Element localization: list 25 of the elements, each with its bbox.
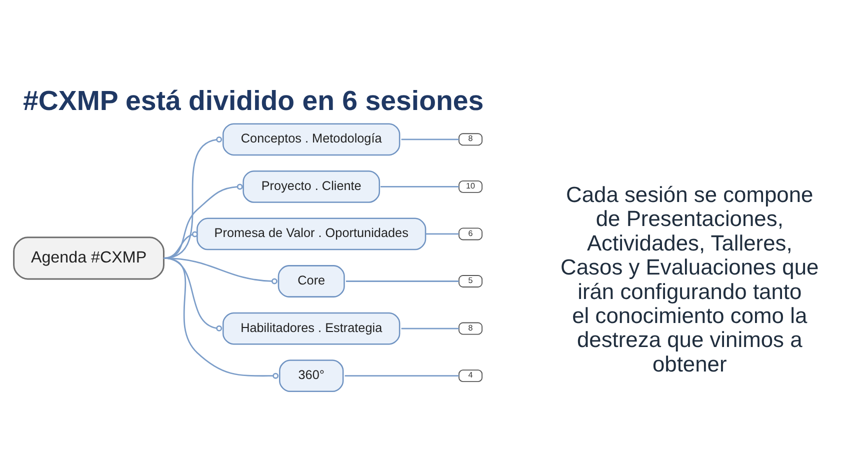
node-box: 10 [458,180,482,192]
node-box: Conceptos . Metodología [222,122,400,156]
node-box: 8 [458,132,482,146]
connector [164,183,243,258]
node-box: 8 [458,322,482,334]
node-box: Core [278,264,345,297]
node-box: 360° [279,359,344,392]
node-box: 4 [458,369,482,382]
connector [380,185,459,187]
connector [164,257,279,378]
diagram-title: #CXMP está dividido en 6 sesiones [23,84,484,116]
connector [344,374,459,376]
node-box: Habilitadores . Estrategia [222,312,400,344]
node-box: Proyecto . Cliente [242,170,380,202]
node-box: Agenda #CXMP [13,236,164,280]
label: Cada sesión se compone de Presentaciones, Actividades, Talleres, Casos y Evaluaciones que irán configurando tanto el conocimiento como la destreza que vinimos a obtener [560,181,819,376]
connector [346,280,459,282]
connector [164,230,198,258]
connector [401,138,459,140]
connector [164,136,222,258]
node-box: Promesa de Valor . Oportunidades [196,217,426,250]
connector [401,327,459,329]
node-box: 6 [458,227,482,240]
connector [426,232,459,234]
node-box: 5 [458,274,482,287]
